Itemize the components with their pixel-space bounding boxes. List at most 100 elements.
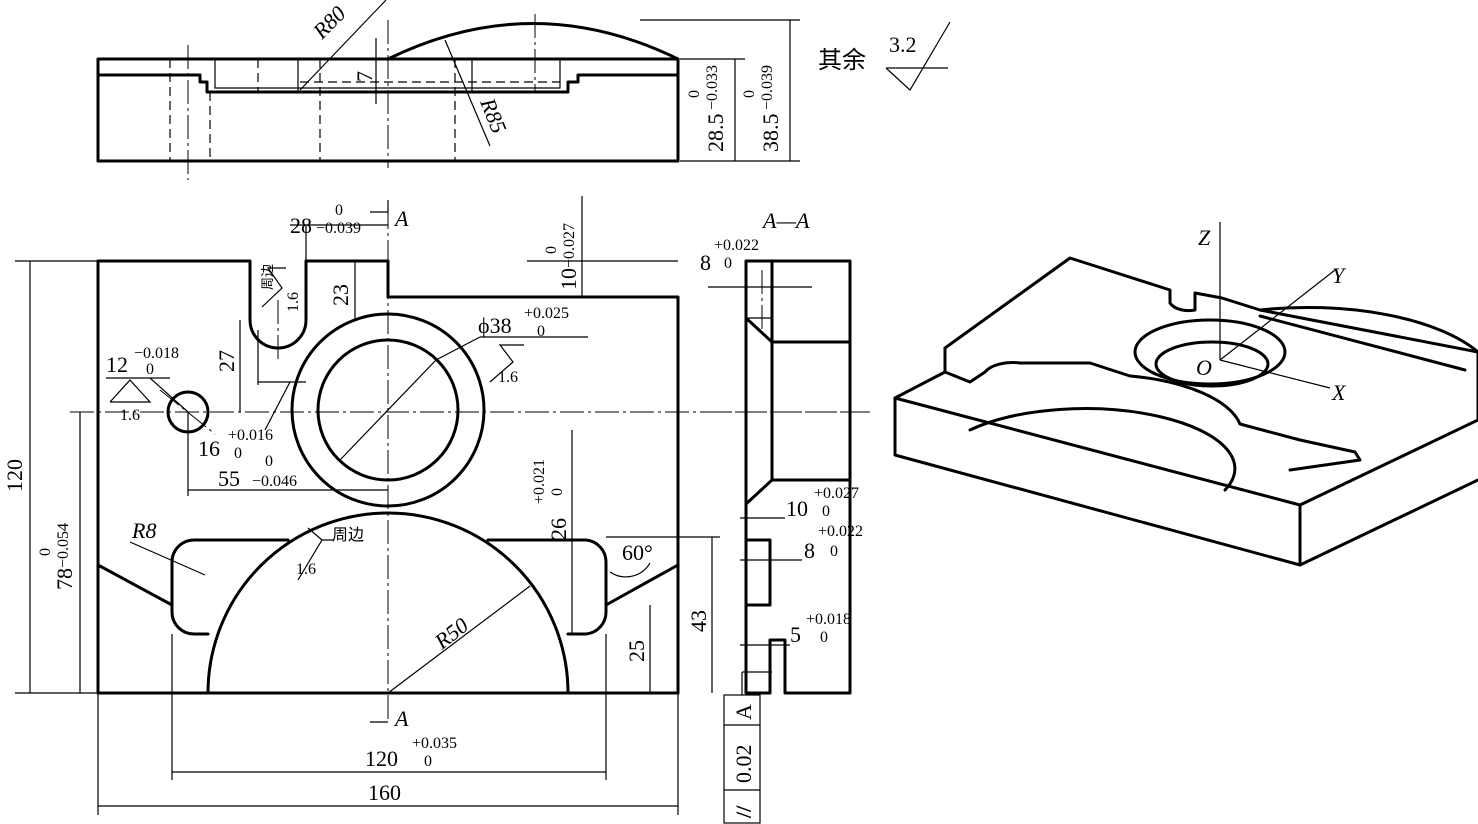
dim-10-upper: 0 [543,246,560,254]
chamfer-right [604,563,680,607]
roughness-note: 其余 3.2 [818,21,951,91]
iso-pocket-outline [943,346,1362,472]
slot-roughness-symbol [261,267,286,308]
phi38-main: ϕ38 [478,313,512,338]
dim-10s-upper: +0.027 [814,485,859,502]
dim-26-main: 26 [546,518,571,540]
dim-8b-main: 8 [804,538,815,563]
r50-radius-line [387,585,531,694]
section-mark-top: A [393,206,409,231]
hole-roughness-symbol [109,379,152,403]
hole-roughness-value: 1.6 [120,407,140,424]
dim-38-5-lower: −0.039 [759,65,776,110]
fcf-datum: A [731,704,756,720]
dim-10-lower: −0.027 [561,223,578,268]
dim-28-5-lower: −0.033 [704,65,721,110]
phi38-leader [435,336,481,361]
iso-bore-inner [1154,340,1270,388]
iso-top-outline [943,256,1478,422]
dim-38-5-main: 38.5 [758,114,783,153]
chamfer-left [96,563,174,607]
dim-8a: 8 +0.022 0 [700,237,759,275]
dim-120w-upper: +0.035 [412,735,457,752]
dim-55-upper: 0 [265,453,273,470]
r80-leader [299,0,387,91]
front-view-outline [96,259,680,695]
dim-38-5-upper: 0 [741,90,758,98]
dim-55: 55 0 −0.046 [218,453,297,491]
dim-12-lower: 0 [146,361,154,378]
section-step [744,538,772,607]
roughness-symbol [885,21,951,91]
dim-160-label: 160 [368,780,401,805]
dim-7-label: 7 [352,71,377,82]
dim-16-upper: +0.016 [228,427,273,444]
dim-8b-upper: +0.022 [818,523,863,540]
iso-origin-label: O [1196,355,1212,380]
dim-120w-lower: 0 [424,753,432,770]
section-outline [744,259,852,695]
isometric-view: Z Y X O [893,222,1478,567]
dim-78-upper: 0 [37,548,54,556]
section-title: A—A [761,208,810,233]
dim-16: 16 +0.016 0 [198,427,273,462]
dim-16-lower: 0 [234,445,242,462]
dim-10s-lower: 0 [822,503,830,520]
dim-78-main: 78 [52,568,77,590]
dim-78-lower: −0.054 [55,523,72,568]
front-view: ϕ38 +0.025 0 1.6 28 0 −0.039 A A 10 0 −0… [2,196,865,815]
dim-26-upper: +0.021 [531,459,548,504]
dim-12-upper: −0.018 [134,345,179,362]
arc-finish-label: 周边 [332,525,364,544]
slot-finish-label: 周边 [261,264,276,290]
section-marker-top [370,200,389,213]
r85-leader [444,39,491,147]
feature-control-frame [723,694,761,824]
dim-28-upper: 0 [335,202,343,219]
phi38-upper: +0.025 [524,305,569,322]
dim-28-lower: −0.039 [316,220,361,237]
dim-5-main: 5 [790,622,801,647]
dim-12: 12 −0.018 0 [106,345,179,378]
dim-26-lower: 0 [549,488,566,496]
pocket-rounded-outline [170,538,608,636]
angle-60-label: 60° [622,540,653,565]
r85-label: R85 [475,94,512,137]
iso-arc-dome [968,407,1237,492]
roughness-note-value: 3.2 [889,32,917,57]
dim-55-lower: −0.046 [252,473,297,490]
dim-5-upper: +0.018 [806,611,851,628]
r8-leader [129,541,206,576]
fcf-parallel-symbol: // [731,805,756,819]
section-view: A—A 8 +0.022 0 10 +0.027 0 8 +0.022 0 [700,208,870,824]
iso-axis-z-label: Z [1198,225,1211,250]
bore-roughness-symbol [489,344,524,383]
dim-120w: 120 +0.035 0 [365,735,457,771]
dim-28-5-main: 28.5 [703,114,728,153]
iso-base-top-edge [893,396,1478,507]
iso-base-front [893,396,1478,567]
dim-55-main: 55 [218,466,240,491]
arc-roughness-symbol [297,527,334,581]
iso-axis-x-label: X [1331,380,1347,405]
arc-roughness-value: 1.6 [296,561,316,578]
r80-label: R80 [307,1,350,44]
r50-label: R50 [429,612,473,654]
dim-43-label: 43 [686,610,711,632]
roughness-note-prefix: 其余 [818,46,866,74]
dim-28-5-upper: 0 [686,90,703,98]
angle-60-arc [609,562,651,578]
iso-axis-x [1219,359,1331,389]
iso-bore-outer [1133,318,1287,386]
top-view: R80 R85 7 28.5 0 −0.033 38.5 0 −0.039 [96,0,800,180]
dim-16-main: 16 [198,436,220,461]
phi38-dimension: ϕ38 +0.025 0 [478,305,569,340]
iso-axis-y-label: Y [1332,263,1347,288]
dim-5-lower: 0 [820,629,828,646]
dim-16-leader [264,381,291,431]
dim-28-main: 28 [290,213,312,238]
dim-12-main: 12 [106,352,128,377]
phi38-diameter-line [339,359,437,461]
dim-8b-lower: 0 [830,543,838,560]
